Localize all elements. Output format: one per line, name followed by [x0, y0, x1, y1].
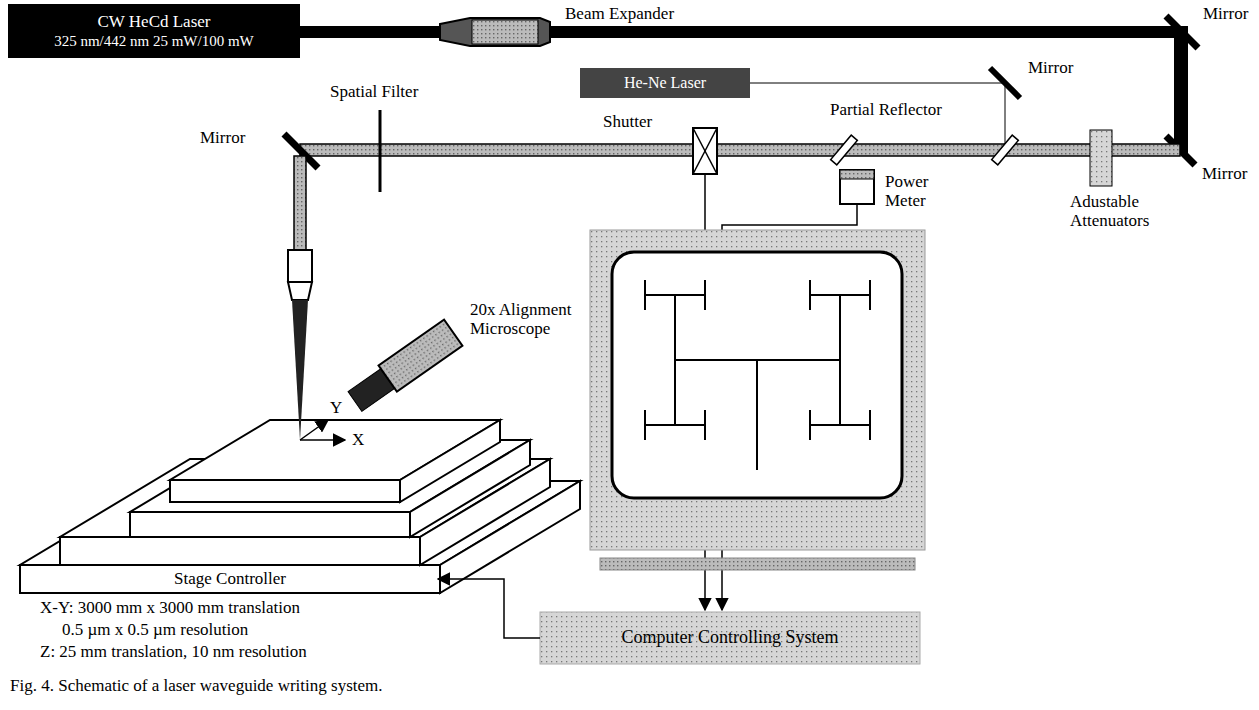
part-name: Mirror: [200, 128, 245, 147]
part-name: Shutter: [603, 112, 652, 131]
part-name: Mirror: [1028, 58, 1073, 77]
part-name: Mirror: [1202, 164, 1247, 183]
node-text: Computer Controlling System: [621, 627, 838, 649]
part-name: Mirror: [1203, 4, 1248, 23]
spec-text: Z: 25 mm translation, 10 nm resolution: [40, 642, 307, 661]
node-text: CW HeCd Laser: [98, 12, 211, 32]
computer-box: Computer Controlling System: [540, 612, 920, 664]
part-name: Adustable Attenuators: [1070, 192, 1170, 230]
part-name: Power Meter: [885, 172, 947, 210]
stage-controller: Stage Controller: [22, 566, 438, 592]
figure-caption: Fig. 4. Schematic of a laser waveguide w…: [10, 676, 383, 695]
signal-arrow: [438, 579, 540, 638]
part-name: Partial Reflector: [830, 100, 942, 119]
part-name: 20x Alignment Microscope: [470, 300, 595, 338]
spec-text: X-Y: 3000 mm x 3000 mm translation: [40, 598, 300, 617]
part-name: Spatial Filter: [330, 82, 418, 101]
axis-label: Y: [330, 398, 342, 417]
spec-text: 0.5 µm x 0.5 µm resolution: [62, 620, 248, 639]
node-text: 325 nm/442 nm 25 mW/100 mW: [54, 32, 254, 50]
laser-box: He-Ne Laser: [580, 68, 750, 98]
part-name: Beam Expander: [565, 4, 674, 23]
node-text: Stage Controller: [174, 569, 286, 589]
axis-label: X: [352, 430, 364, 449]
laser-box: CW HeCd Laser325 nm/442 nm 25 mW/100 mW: [8, 4, 300, 58]
node-text: He-Ne Laser: [624, 73, 706, 92]
